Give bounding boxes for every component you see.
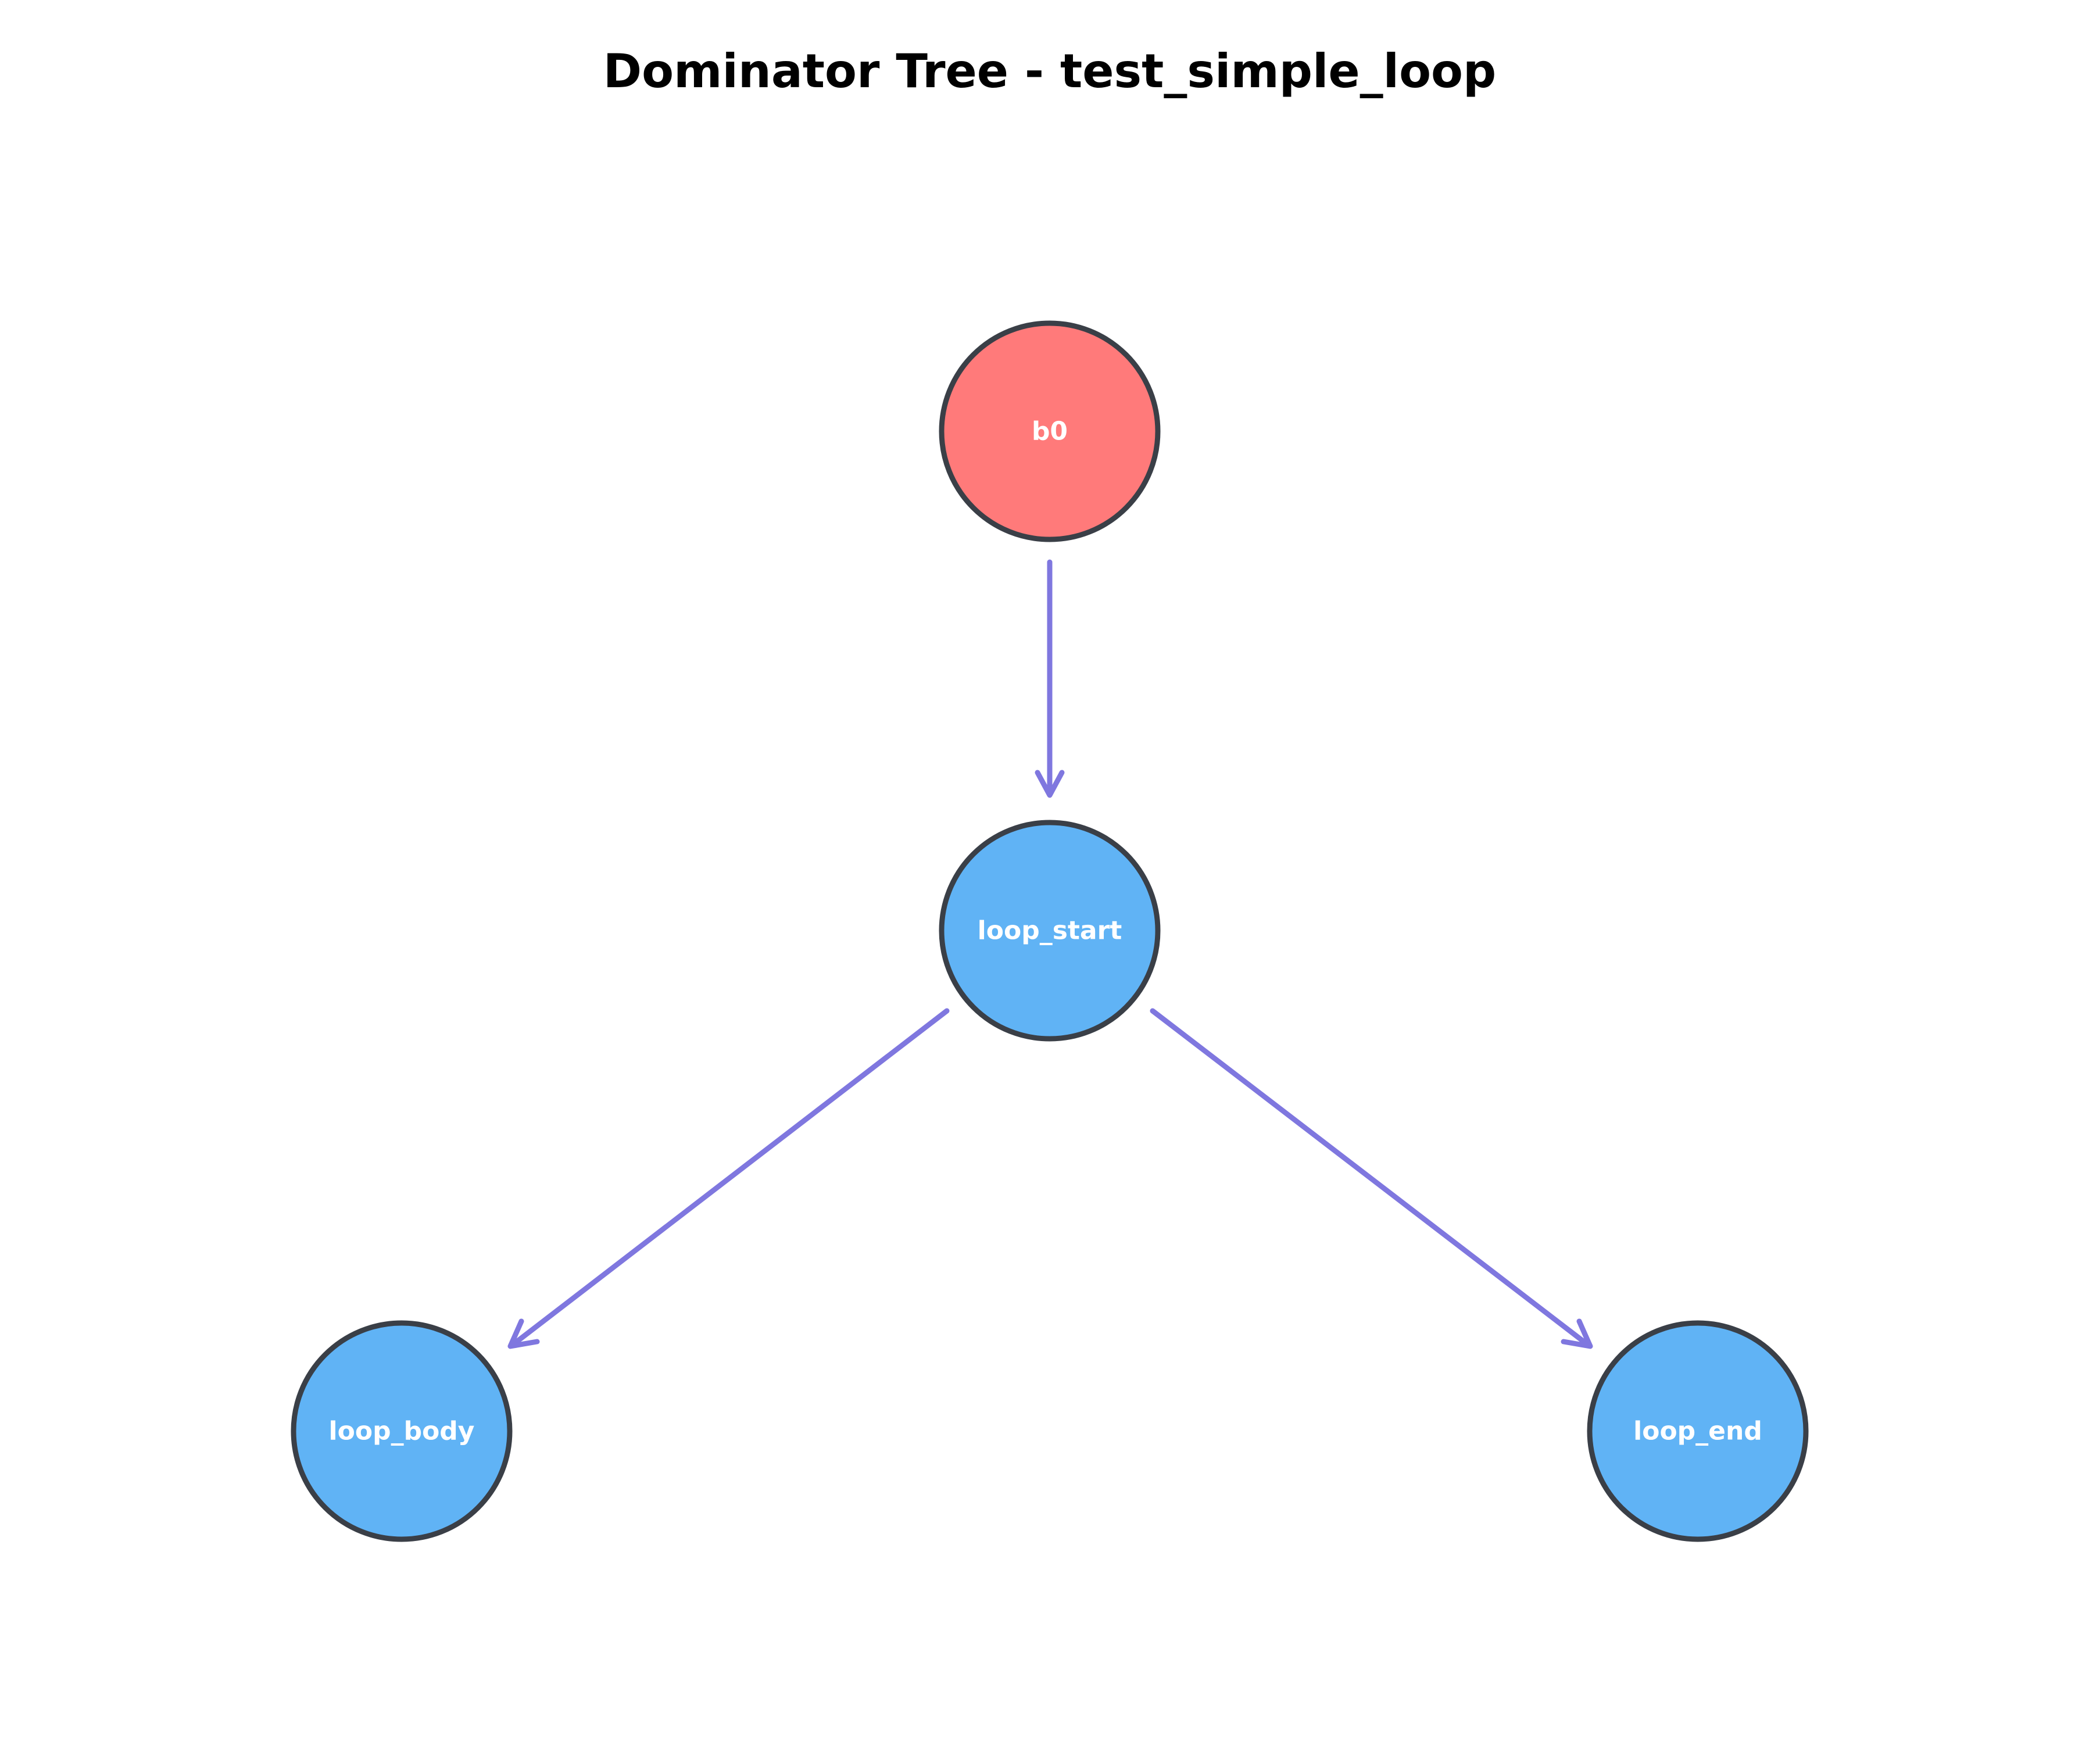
figure-title: Dominator Tree - test_simple_loop — [603, 44, 1497, 98]
edge-loop-start-to-loop-body — [509, 1008, 950, 1349]
edge-loop-start-to-loop-end-arrowhead — [1561, 1318, 1593, 1349]
node-loop-body-circle — [291, 1320, 513, 1542]
edge-loop-start-to-loop-end — [1150, 1008, 1592, 1349]
node-loop-body-label: loop_body — [329, 1417, 475, 1446]
node-b0-circle — [939, 320, 1161, 542]
node-b0-label: b0 — [1032, 417, 1068, 446]
node-loop-start-label: loop_start — [978, 916, 1122, 946]
edge-b0-to-loop-start-arrowhead — [1035, 770, 1065, 798]
node-loop-start: loop_start — [939, 820, 1161, 1042]
node-loop-end-label: loop_end — [1633, 1417, 1762, 1446]
node-loop-end-circle — [1587, 1320, 1809, 1542]
edge-loop-start-to-loop-body-arrowhead — [507, 1318, 540, 1349]
edges-group — [507, 559, 1593, 1349]
node-b0: b0 — [939, 320, 1161, 542]
node-loop-start-circle — [939, 820, 1161, 1042]
node-loop-body: loop_body — [291, 1320, 513, 1542]
node-loop-end: loop_end — [1587, 1320, 1809, 1542]
